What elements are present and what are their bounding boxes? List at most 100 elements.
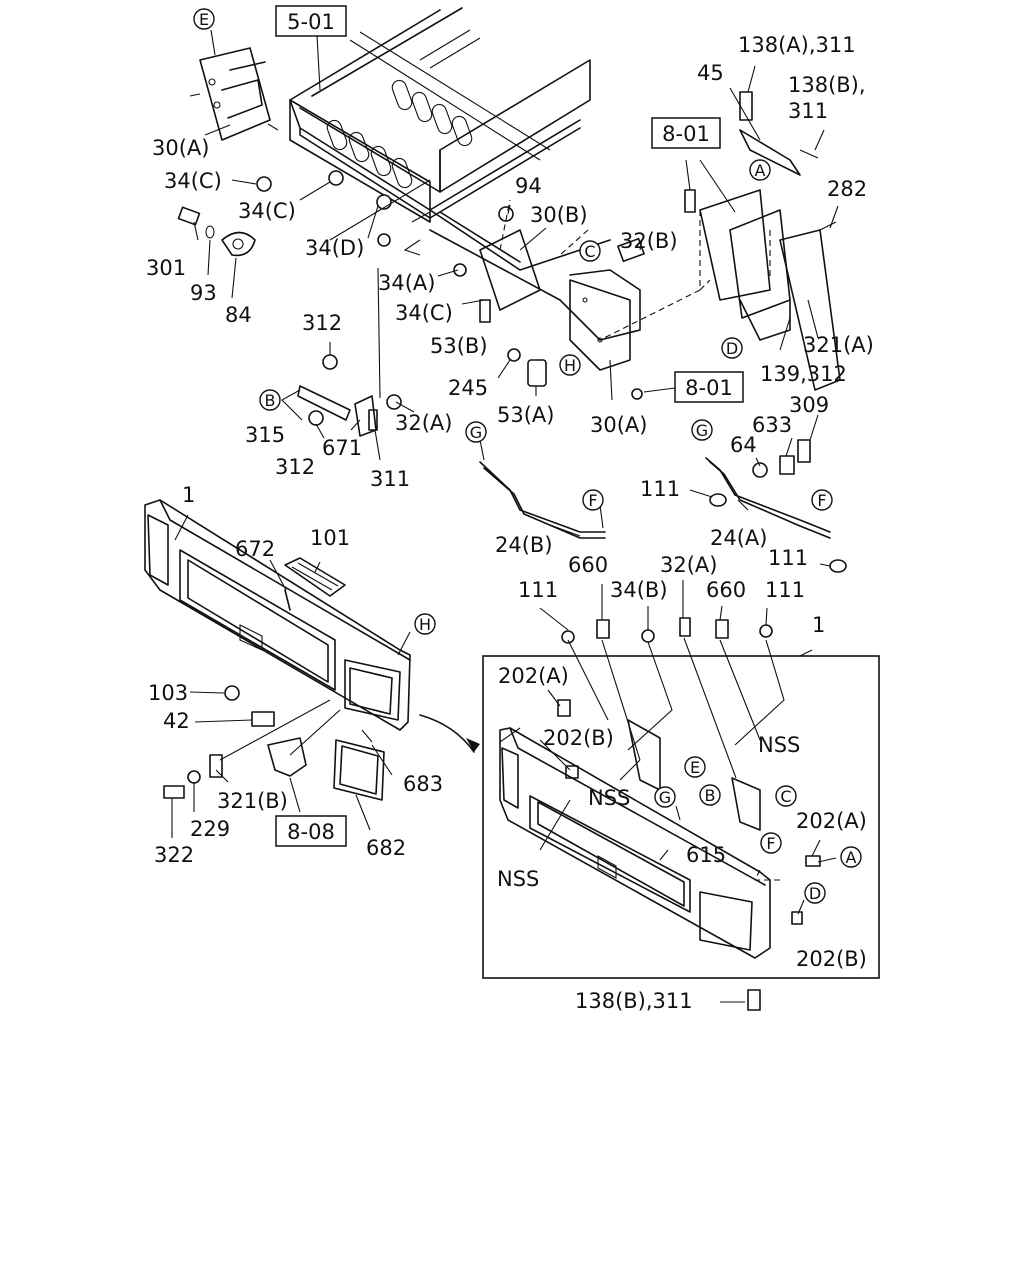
label-202b-1: 202(B) bbox=[543, 726, 614, 750]
label-34c-3: 34(C) bbox=[395, 301, 453, 325]
label-282: 282 bbox=[827, 177, 867, 201]
svg-text:A: A bbox=[755, 161, 766, 180]
label-42: 42 bbox=[163, 709, 190, 733]
part-315-bracket bbox=[297, 354, 402, 437]
label-111-4: 111 bbox=[765, 578, 805, 602]
callout-d-inset: D bbox=[804, 882, 826, 904]
label-101: 101 bbox=[310, 526, 350, 550]
label-45: 45 bbox=[697, 61, 724, 85]
callout-c-top: C bbox=[579, 240, 601, 262]
callout-b-inset: B bbox=[699, 784, 721, 806]
label-53a: 53(A) bbox=[497, 403, 554, 427]
label-30a-top: 30(A) bbox=[152, 136, 209, 160]
label-34c-2: 34(C) bbox=[238, 199, 296, 223]
svg-text:B: B bbox=[705, 786, 716, 805]
label-660-2: 660 bbox=[706, 578, 746, 602]
label-34d: 34(D) bbox=[305, 236, 364, 260]
svg-text:8-01: 8-01 bbox=[662, 122, 710, 146]
label-321b: 321(B) bbox=[217, 789, 288, 813]
svg-text:G: G bbox=[696, 421, 708, 440]
ref-box-8-08: 8-08 bbox=[275, 815, 347, 847]
label-309: 309 bbox=[789, 393, 829, 417]
arrow-to-inset bbox=[419, 714, 480, 753]
label-94: 94 bbox=[515, 174, 542, 198]
callout-e-top: E bbox=[193, 8, 215, 30]
svg-text:F: F bbox=[817, 491, 826, 510]
part-84-tow-hook bbox=[177, 170, 514, 277]
label-202a-2: 202(A) bbox=[796, 809, 867, 833]
svg-text:D: D bbox=[726, 339, 738, 358]
main-bumper-1 bbox=[144, 499, 411, 731]
label-245: 245 bbox=[448, 376, 488, 400]
label-312-top: 312 bbox=[302, 311, 342, 335]
svg-text:C: C bbox=[584, 242, 595, 261]
ref-box-5-01: 5-01 bbox=[275, 5, 347, 37]
svg-text:8-01: 8-01 bbox=[685, 376, 733, 400]
label-32b: 32(B) bbox=[620, 229, 678, 253]
callout-f-right: F bbox=[811, 489, 833, 511]
svg-text:B: B bbox=[265, 391, 276, 410]
label-311-2: 311 bbox=[788, 99, 828, 123]
label-138b-1: 138(B), bbox=[788, 73, 866, 97]
label-111-2: 111 bbox=[768, 546, 808, 570]
label-53b: 53(B) bbox=[430, 334, 488, 358]
callout-g-left: G bbox=[465, 421, 487, 443]
bumper-small-parts bbox=[163, 589, 385, 801]
label-202b-2: 202(B) bbox=[796, 947, 867, 971]
label-139-312: 139,312 bbox=[760, 362, 847, 386]
label-1-inset: 1 bbox=[812, 613, 825, 637]
svg-text:F: F bbox=[766, 834, 775, 853]
label-30a-mid: 30(A) bbox=[590, 413, 647, 437]
label-683: 683 bbox=[403, 772, 443, 796]
label-202a-1: 202(A) bbox=[498, 664, 569, 688]
label-138a: 138(A),311 bbox=[738, 33, 856, 57]
label-671: 671 bbox=[322, 436, 362, 460]
callout-g-inset: G bbox=[654, 786, 676, 808]
label-32a-1: 32(A) bbox=[395, 411, 452, 435]
label-84: 84 bbox=[225, 303, 252, 327]
label-nss-1: NSS bbox=[758, 733, 800, 757]
svg-text:5-01: 5-01 bbox=[287, 10, 335, 34]
label-312-bot: 312 bbox=[275, 455, 315, 479]
callout-a-inset: A bbox=[840, 846, 862, 868]
label-34a: 34(A) bbox=[378, 271, 435, 295]
label-34c-1: 34(C) bbox=[164, 169, 222, 193]
label-229: 229 bbox=[190, 817, 230, 841]
svg-text:D: D bbox=[809, 884, 821, 903]
frame-chassis bbox=[289, 7, 611, 271]
label-682: 682 bbox=[366, 836, 406, 860]
callout-d-top: D bbox=[721, 337, 743, 359]
svg-text:G: G bbox=[470, 423, 482, 442]
label-301: 301 bbox=[146, 256, 186, 280]
label-93: 93 bbox=[190, 281, 217, 305]
callout-b-left: B bbox=[259, 389, 281, 411]
part-30a-left-bracket bbox=[189, 47, 279, 141]
callout-h-bumper: H bbox=[414, 613, 436, 635]
part-24-brace-rods bbox=[479, 439, 847, 573]
label-111-3: 111 bbox=[518, 578, 558, 602]
label-633: 633 bbox=[752, 413, 792, 437]
label-30b: 30(B) bbox=[530, 203, 588, 227]
label-672: 672 bbox=[235, 537, 275, 561]
svg-text:H: H bbox=[564, 356, 576, 375]
svg-text:E: E bbox=[199, 10, 209, 29]
inset-bumper bbox=[499, 727, 771, 959]
callout-f-inset: F bbox=[760, 832, 782, 854]
part-labels: 30(A) 34(C) 34(C) 301 93 84 34(D) 94 30(… bbox=[146, 33, 874, 1013]
part-30-bracket-center bbox=[429, 229, 645, 387]
label-64: 64 bbox=[730, 433, 757, 457]
label-660-1: 660 bbox=[568, 553, 608, 577]
label-138b-2: 138(B),311 bbox=[575, 989, 693, 1013]
callout-h-top: H bbox=[559, 354, 581, 376]
label-34b: 34(B) bbox=[610, 578, 668, 602]
svg-text:C: C bbox=[780, 787, 791, 806]
svg-text:H: H bbox=[419, 615, 431, 634]
label-111-1: 111 bbox=[640, 477, 680, 501]
label-321a: 321(A) bbox=[803, 333, 874, 357]
label-1-main: 1 bbox=[182, 483, 195, 507]
label-24a: 24(A) bbox=[710, 526, 767, 550]
callout-g-right: G bbox=[691, 419, 713, 441]
callout-f-left: F bbox=[582, 489, 604, 511]
svg-text:E: E bbox=[690, 758, 700, 777]
